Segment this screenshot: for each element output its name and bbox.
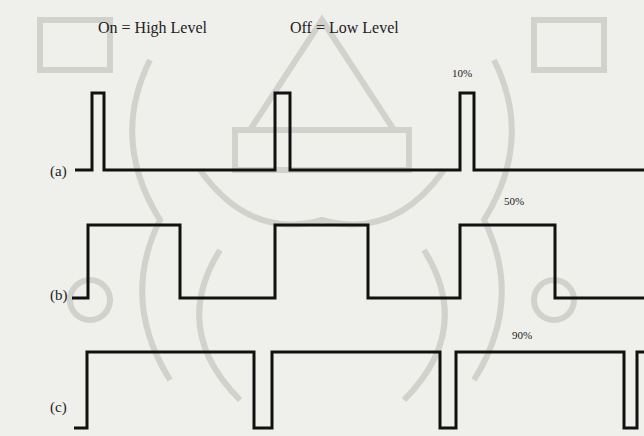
waveform-a	[75, 93, 644, 170]
waveform-tag: (b)	[50, 288, 68, 303]
legend-note: Off = Low Level	[290, 20, 399, 36]
waveform-c	[74, 352, 644, 428]
duty-cycle: 90%	[512, 330, 532, 341]
waveform-tag: (a)	[50, 164, 67, 179]
duty-cycle: 10%	[452, 68, 472, 79]
legend-note: On = High Level	[98, 20, 207, 36]
waveform-tag: (c)	[50, 400, 67, 415]
waveform-b	[72, 225, 644, 298]
duty-cycle: 50%	[504, 196, 524, 207]
watermark-ornament	[40, 20, 604, 400]
